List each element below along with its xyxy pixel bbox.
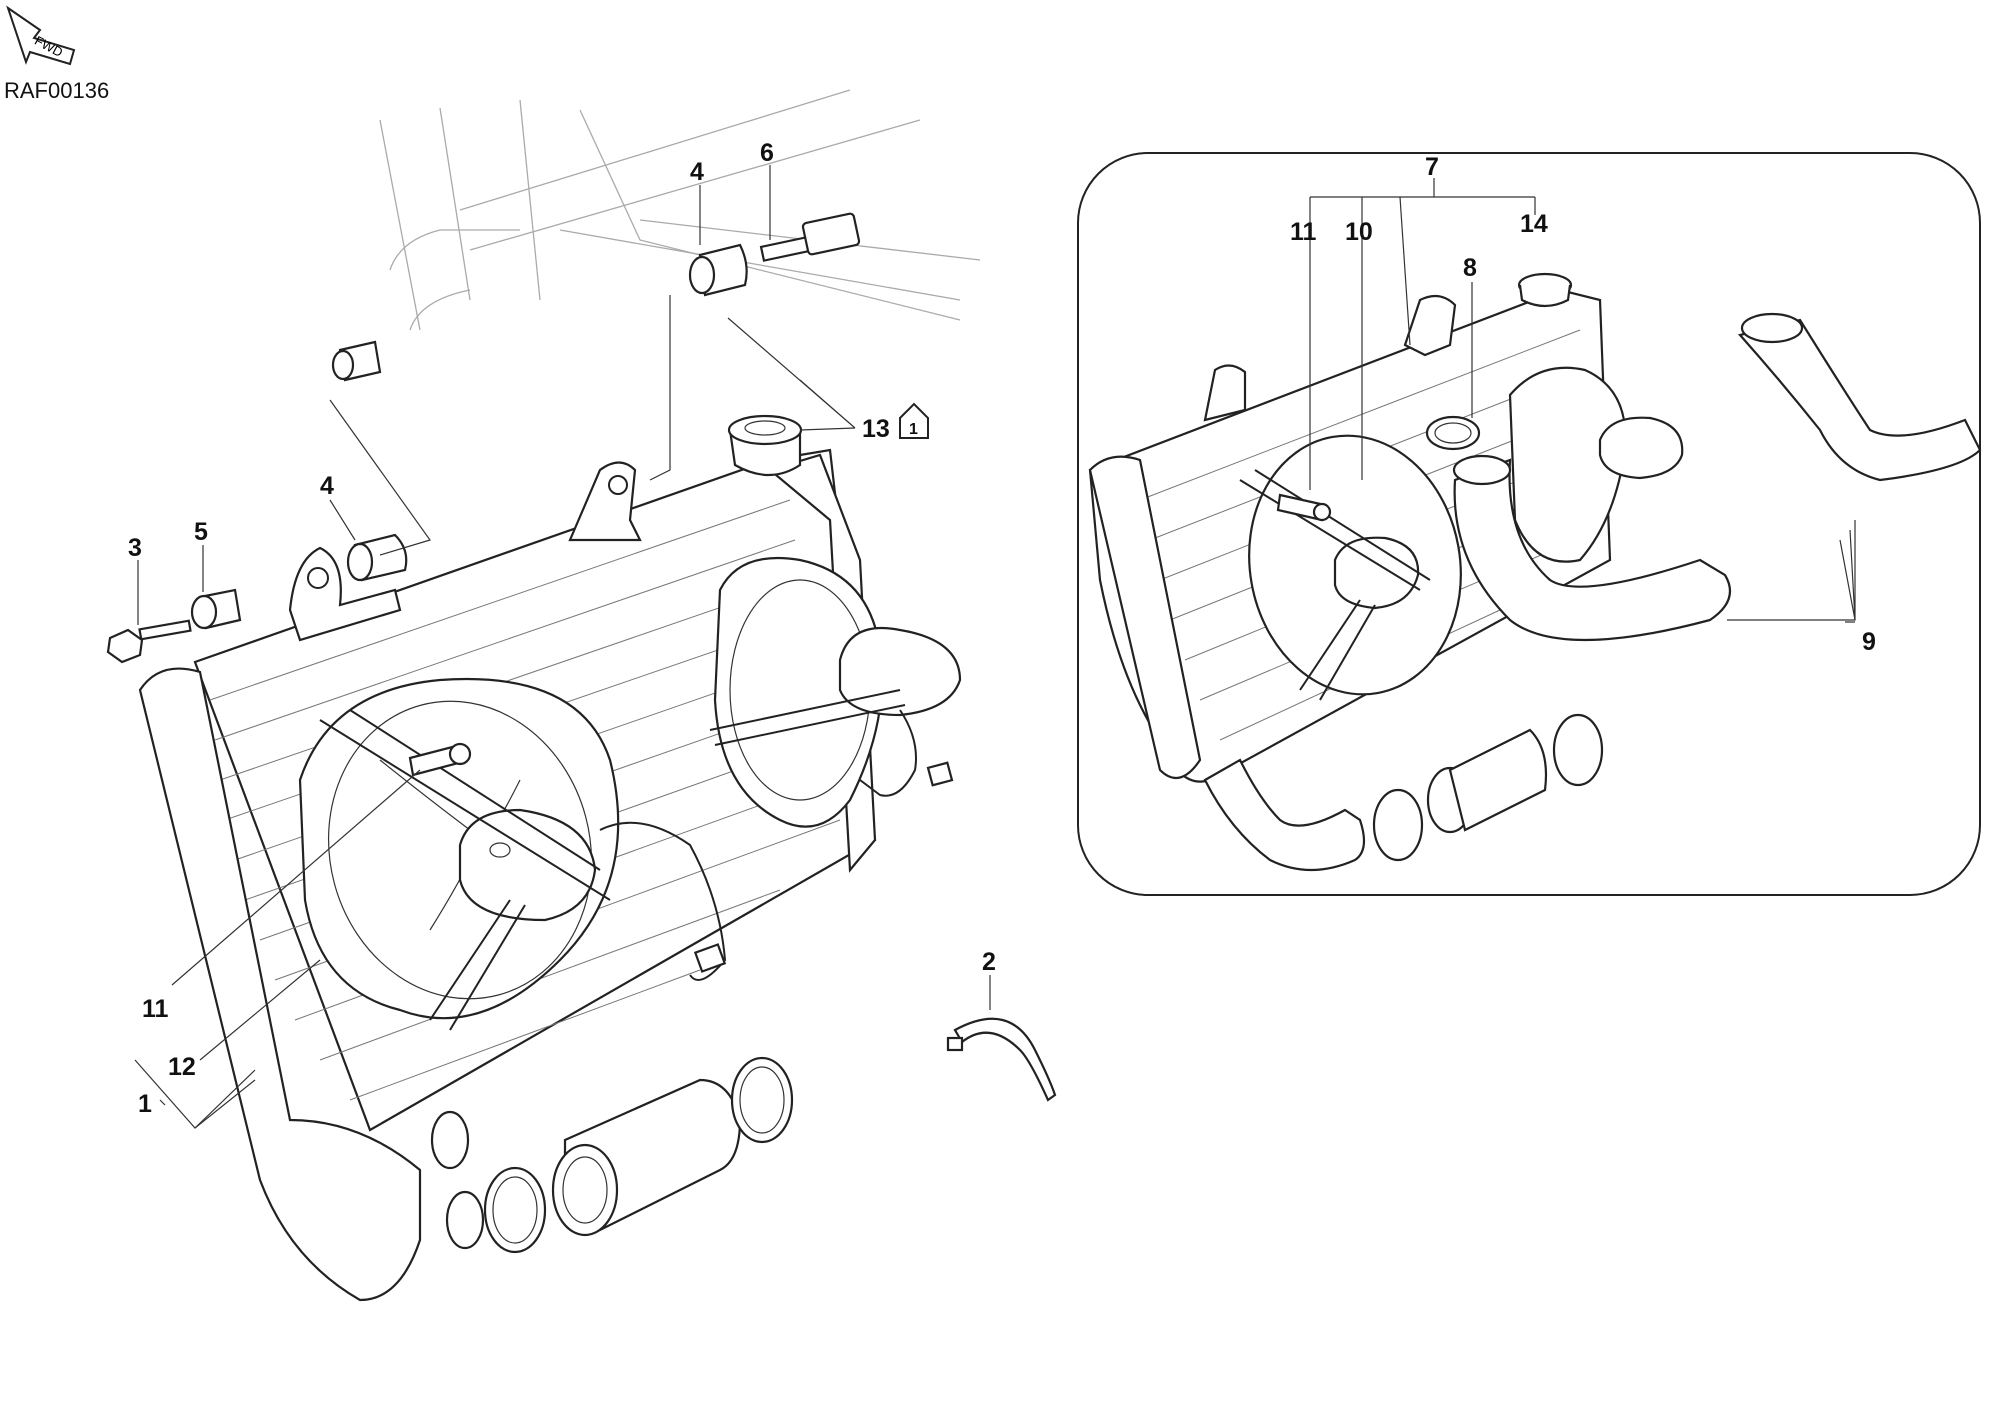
frame-outline — [379, 89, 981, 331]
drawing-code: RAF00136 — [4, 78, 109, 103]
leader-lines — [134, 165, 1856, 1129]
callout-7: 7 — [1425, 153, 1439, 181]
hose-lower — [551, 1078, 742, 1237]
callout-2: 2 — [982, 948, 996, 976]
callout-labels: 3 5 4 4 6 13 1 11 12 1 2 7 11 10 14 8 9 — [128, 139, 1876, 1118]
pin — [759, 212, 861, 262]
cable-clip — [946, 1017, 1057, 1102]
callout-11-inset: 11 — [1290, 218, 1317, 246]
rubber-mount — [331, 243, 748, 582]
cooling-fan-left — [298, 678, 727, 1031]
fwd-arrow-icon: FWD — [6, 5, 76, 66]
callout-11-left: 11 — [142, 995, 169, 1023]
hose-clamp — [483, 1056, 794, 1254]
note-badge-number: 1 — [909, 421, 918, 438]
detail-inset — [1077, 152, 1982, 896]
filler-cap — [727, 414, 803, 476]
bolt — [106, 619, 192, 664]
callout-4-top: 4 — [690, 158, 704, 186]
callout-9: 9 — [1862, 628, 1876, 656]
callout-3: 3 — [128, 534, 142, 562]
callout-12: 12 — [168, 1053, 196, 1081]
callout-5: 5 — [194, 518, 208, 546]
callout-6: 6 — [760, 139, 774, 167]
callout-8: 8 — [1463, 254, 1477, 282]
spacer — [190, 588, 242, 630]
callout-4-left: 4 — [320, 472, 334, 500]
callout-1: 1 — [138, 1090, 152, 1118]
callout-14: 14 — [1520, 210, 1548, 238]
screw-fan — [408, 742, 472, 777]
fwd-badge: FWD — [32, 33, 65, 60]
note-badge: 1 — [899, 402, 929, 439]
callout-10: 10 — [1345, 218, 1373, 246]
cooling-fan-right — [709, 556, 962, 828]
radiator-bracket — [288, 461, 642, 642]
callout-13: 13 — [862, 415, 890, 443]
